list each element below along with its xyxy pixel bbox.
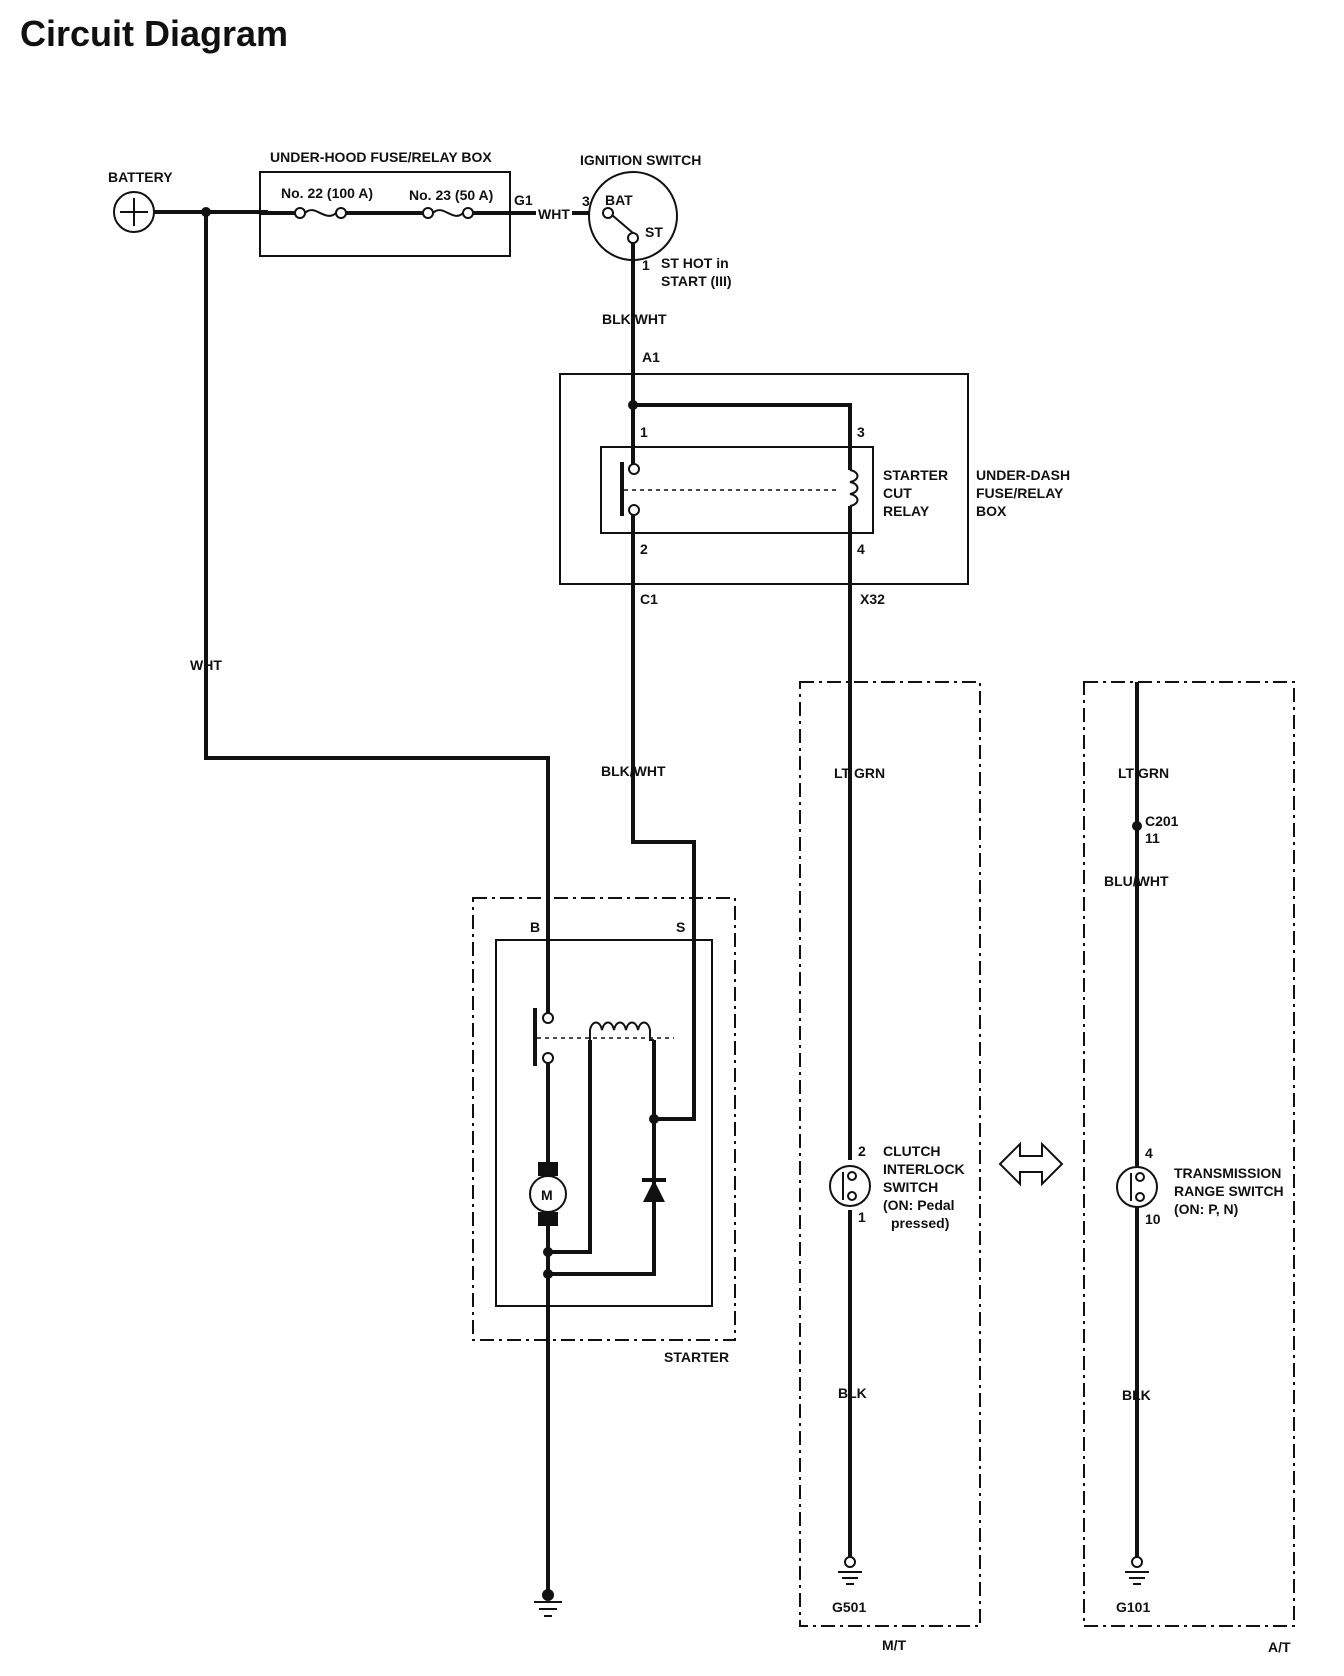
- g1-label: G1: [514, 192, 533, 208]
- trans-pin10-label: 10: [1145, 1211, 1161, 1227]
- c201-connector: [1132, 821, 1142, 831]
- relay-pin1-label: 1: [640, 424, 648, 440]
- lt-grn-mt-label: LT GRN: [834, 765, 885, 781]
- mt-boundary: [799, 681, 981, 1627]
- clutch-interlock-switch: [829, 1165, 871, 1207]
- ignition-bat-label: BAT: [605, 192, 633, 208]
- clutch-label-2: INTERLOCK: [883, 1161, 965, 1177]
- trans-label-3: (ON: P, N): [1174, 1201, 1238, 1217]
- starter-label: STARTER: [664, 1349, 729, 1365]
- at-boundary: [1083, 681, 1295, 1627]
- clutch-pin2-label: 2: [858, 1143, 866, 1159]
- a1-label: A1: [642, 349, 660, 365]
- underhood-box-label: UNDER-HOOD FUSE/RELAY BOX: [270, 149, 492, 165]
- relay-pin3-label: 3: [857, 424, 865, 440]
- relay-name-2: CUT: [883, 485, 912, 501]
- starter-s-junction: [649, 1114, 659, 1124]
- g101-ground-icon: [1125, 1571, 1149, 1585]
- c1-label: C1: [640, 591, 658, 607]
- wht-battery-starter-wire: [204, 212, 550, 1014]
- fuse22-label: No. 22 (100 A): [281, 185, 373, 201]
- diode-symbol: [642, 1178, 666, 1202]
- clutch-pin1-label: 1: [858, 1209, 866, 1225]
- wht-left-label: WHT: [190, 657, 222, 673]
- starter-housing: [495, 939, 713, 1307]
- st-hot-label-2: START (III): [661, 273, 732, 289]
- clutch-label-3: SWITCH: [883, 1179, 938, 1195]
- starter-cut-relay: [600, 446, 874, 534]
- c201-pin-label: 11: [1145, 830, 1160, 846]
- starter-b-label: B: [530, 919, 540, 935]
- trans-label-2: RANGE SWITCH: [1174, 1183, 1284, 1199]
- clutch-label-4: (ON: Pedal: [883, 1197, 955, 1213]
- blk-wht-relay-starter-wire: [631, 515, 696, 1121]
- g101-label: G101: [1116, 1599, 1150, 1615]
- ignition-switch-label: IGNITION SWITCH: [580, 152, 701, 168]
- at-label: A/T: [1268, 1639, 1291, 1655]
- fuse23-symbol: [422, 207, 474, 219]
- battery-label: BATTERY: [108, 169, 173, 185]
- st-hot-label-1: ST HOT in: [661, 255, 729, 271]
- ignition-contact: [611, 214, 634, 234]
- relay-pin4-label: 4: [857, 541, 865, 557]
- ignition-pin1-label: 1: [642, 257, 650, 273]
- x32-label: X32: [860, 591, 885, 607]
- blk-wht-label-2: BLK/WHT: [601, 763, 666, 779]
- g501-ground-icon: [838, 1571, 862, 1585]
- relay-pin2-label: 2: [640, 541, 648, 557]
- underdash-label-3: BOX: [976, 503, 1007, 519]
- mt-label: M/T: [882, 1637, 907, 1653]
- diode-return-wire: [548, 1202, 656, 1276]
- underdash-label-2: FUSE/RELAY: [976, 485, 1064, 501]
- relay-coil: [849, 469, 859, 507]
- solenoid-coil: [589, 1021, 654, 1041]
- lt-grn-at-label: LT GRN: [1118, 765, 1169, 781]
- wht-top-label: WHT: [538, 206, 570, 222]
- g501-label: G501: [832, 1599, 866, 1615]
- ignition-st-label: ST: [645, 224, 663, 240]
- double-arrow-icon: [998, 1141, 1064, 1187]
- clutch-label-1: CLUTCH: [883, 1143, 941, 1159]
- underdash-label-1: UNDER-DASH: [976, 467, 1070, 483]
- underdash-fuse-box: [559, 373, 969, 585]
- blk-at-label: BLK: [1122, 1387, 1151, 1403]
- fuse22-symbol: [260, 207, 347, 219]
- starter-ground-icon: [534, 1601, 562, 1617]
- battery-symbol: [113, 191, 155, 233]
- blk-wht-label-1: BLK/WHT: [602, 311, 667, 327]
- fuse23-label: No. 23 (50 A): [409, 187, 493, 203]
- clutch-label-5: pressed): [891, 1215, 949, 1231]
- relay-name-1: STARTER: [883, 467, 948, 483]
- relay-coil-feed-wire: [633, 403, 852, 470]
- page-title: Circuit Diagram: [20, 13, 288, 54]
- c201-label: C201: [1145, 813, 1179, 829]
- trans-label-1: TRANSMISSION: [1174, 1165, 1281, 1181]
- blk-mt-label: BLK: [838, 1385, 867, 1401]
- solenoid-coil-return-wire: [548, 1040, 592, 1254]
- blu-wht-label: BLU/WHT: [1104, 873, 1169, 889]
- trans-pin4-label: 4: [1145, 1145, 1153, 1161]
- starter-s-label: S: [676, 919, 685, 935]
- ignition-pin3-label: 3: [582, 193, 590, 209]
- motor-label: M: [541, 1187, 553, 1203]
- relay-name-3: RELAY: [883, 503, 930, 519]
